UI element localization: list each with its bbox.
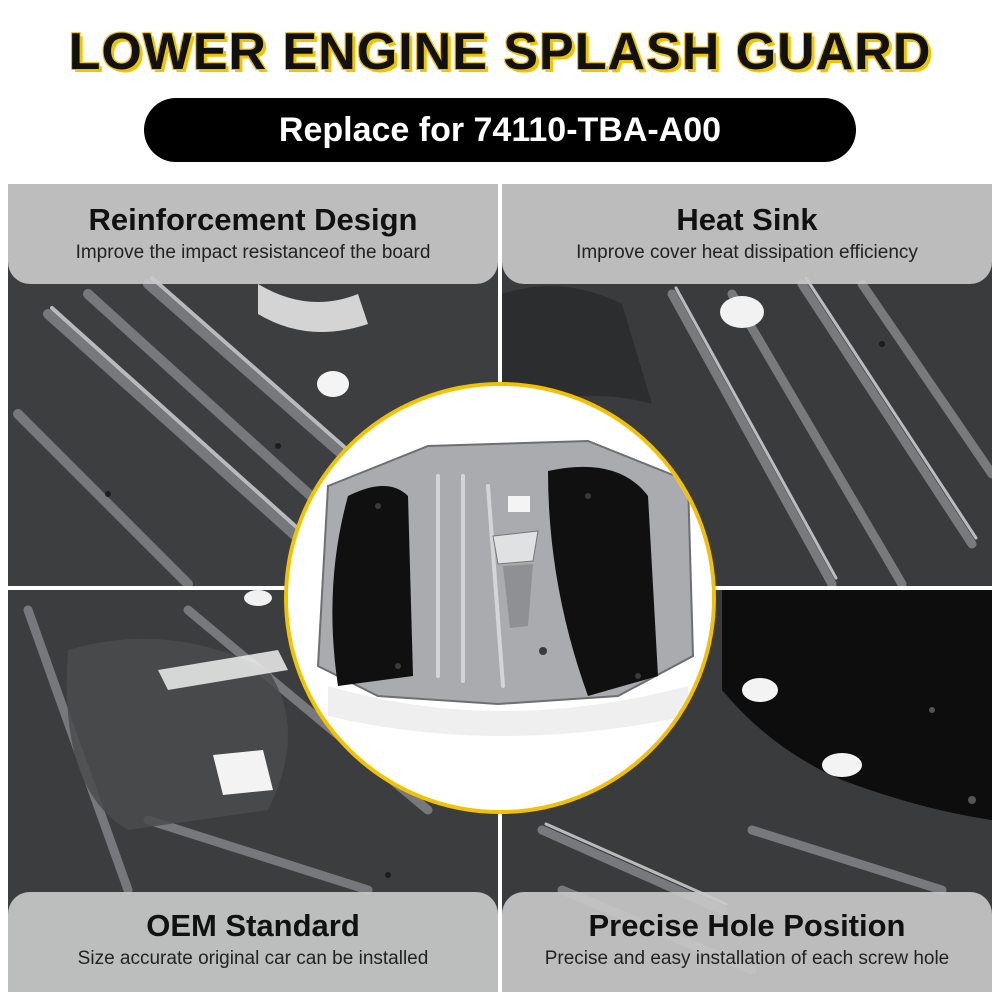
- label-precise-hole-position: Precise Hole Position Precise and easy i…: [502, 892, 992, 992]
- label-reinforcement-design: Reinforcement Design Improve the impact …: [8, 184, 498, 284]
- product-image-circle: [284, 382, 716, 814]
- panel-reinforcement-design: Reinforcement Design Improve the impact …: [8, 184, 498, 586]
- feature-title: Heat Sink: [676, 202, 818, 237]
- label-oem-standard: OEM Standard Size accurate original car …: [8, 892, 498, 992]
- feature-grid: Reinforcement Design Improve the impact …: [8, 184, 992, 992]
- page-title: LOWER ENGINE SPLASH GUARD: [68, 23, 932, 81]
- feature-description: Improve the impact resistanceof the boar…: [75, 242, 431, 263]
- splash-guard-product-image: [288, 386, 712, 810]
- feature-description: Improve cover heat dissipation efficienc…: [576, 242, 918, 263]
- label-heat-sink: Heat Sink Improve cover heat dissipation…: [502, 184, 992, 284]
- feature-title: OEM Standard: [146, 908, 360, 943]
- part-number-banner: Replace for 74110-TBA-A00: [144, 98, 856, 162]
- feature-description: Size accurate original car can be instal…: [77, 948, 429, 969]
- feature-description: Precise and easy installation of each sc…: [544, 948, 950, 969]
- feature-title: Precise Hole Position: [588, 908, 906, 943]
- feature-title: Reinforcement Design: [88, 202, 418, 237]
